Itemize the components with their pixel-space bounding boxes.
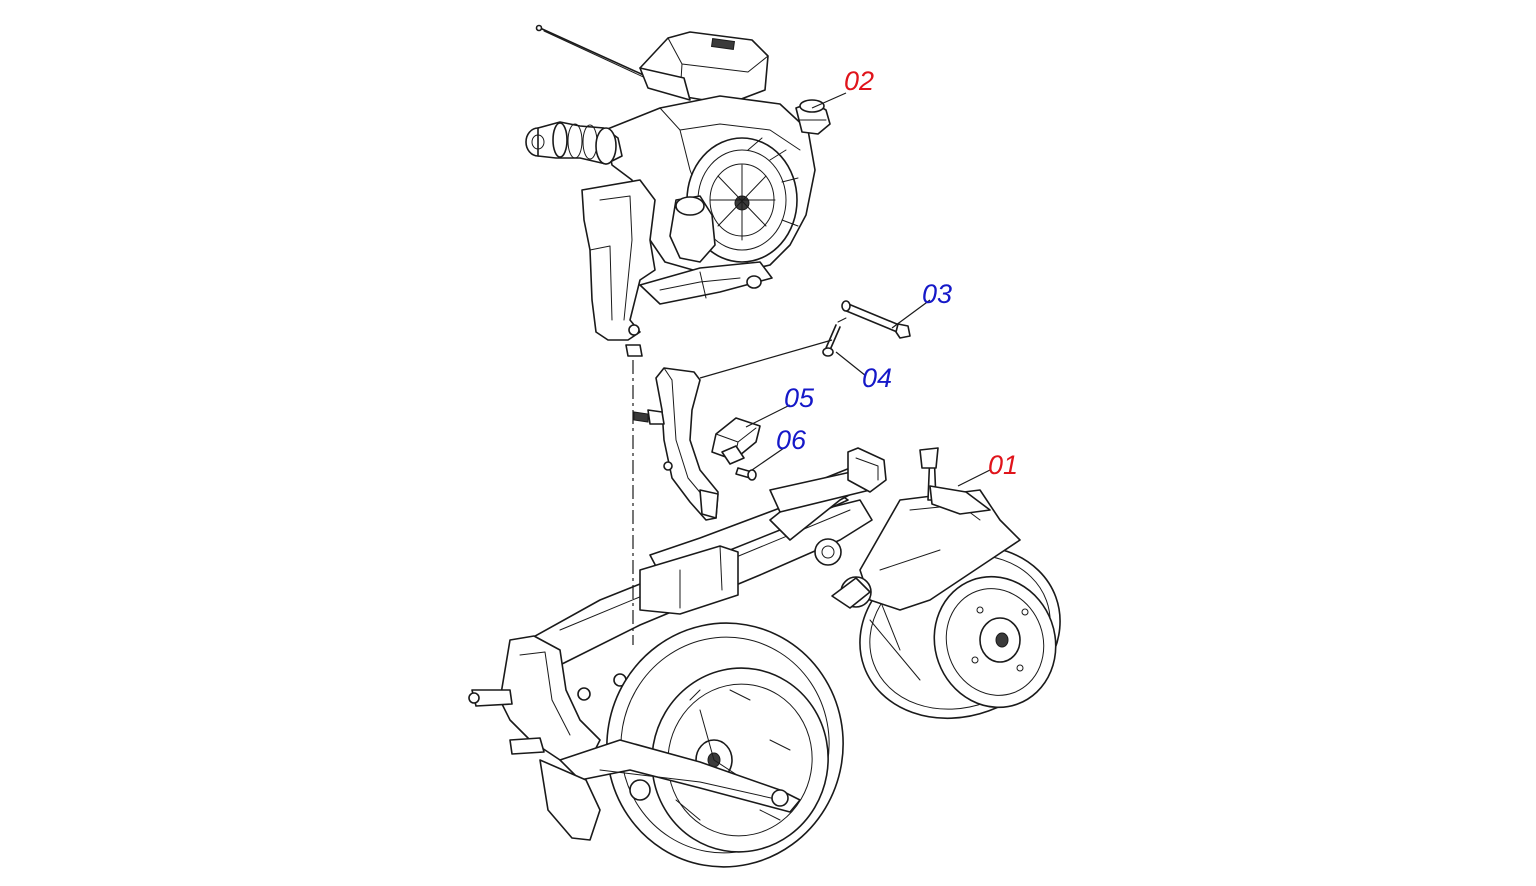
part-01-row-unit-frame xyxy=(468,447,1061,868)
part-02-seed-meter-unit xyxy=(525,24,831,357)
callout-06: 06 xyxy=(776,425,807,455)
callout-01: 01 xyxy=(988,450,1018,480)
callout-02: 02 xyxy=(844,66,874,96)
part-05-06-sensor-plate xyxy=(711,417,761,465)
callout-labels: 02 03 04 05 06 01 xyxy=(776,66,1018,480)
part-03-pin xyxy=(841,300,911,339)
leader-lines xyxy=(745,92,991,487)
callout-04: 04 xyxy=(862,363,892,393)
callout-03: 03 xyxy=(922,279,952,309)
callout-05: 05 xyxy=(784,383,815,413)
part-05-seed-tube xyxy=(633,367,719,521)
part-04-clip xyxy=(822,317,847,357)
assembly-centerlines xyxy=(632,339,833,645)
